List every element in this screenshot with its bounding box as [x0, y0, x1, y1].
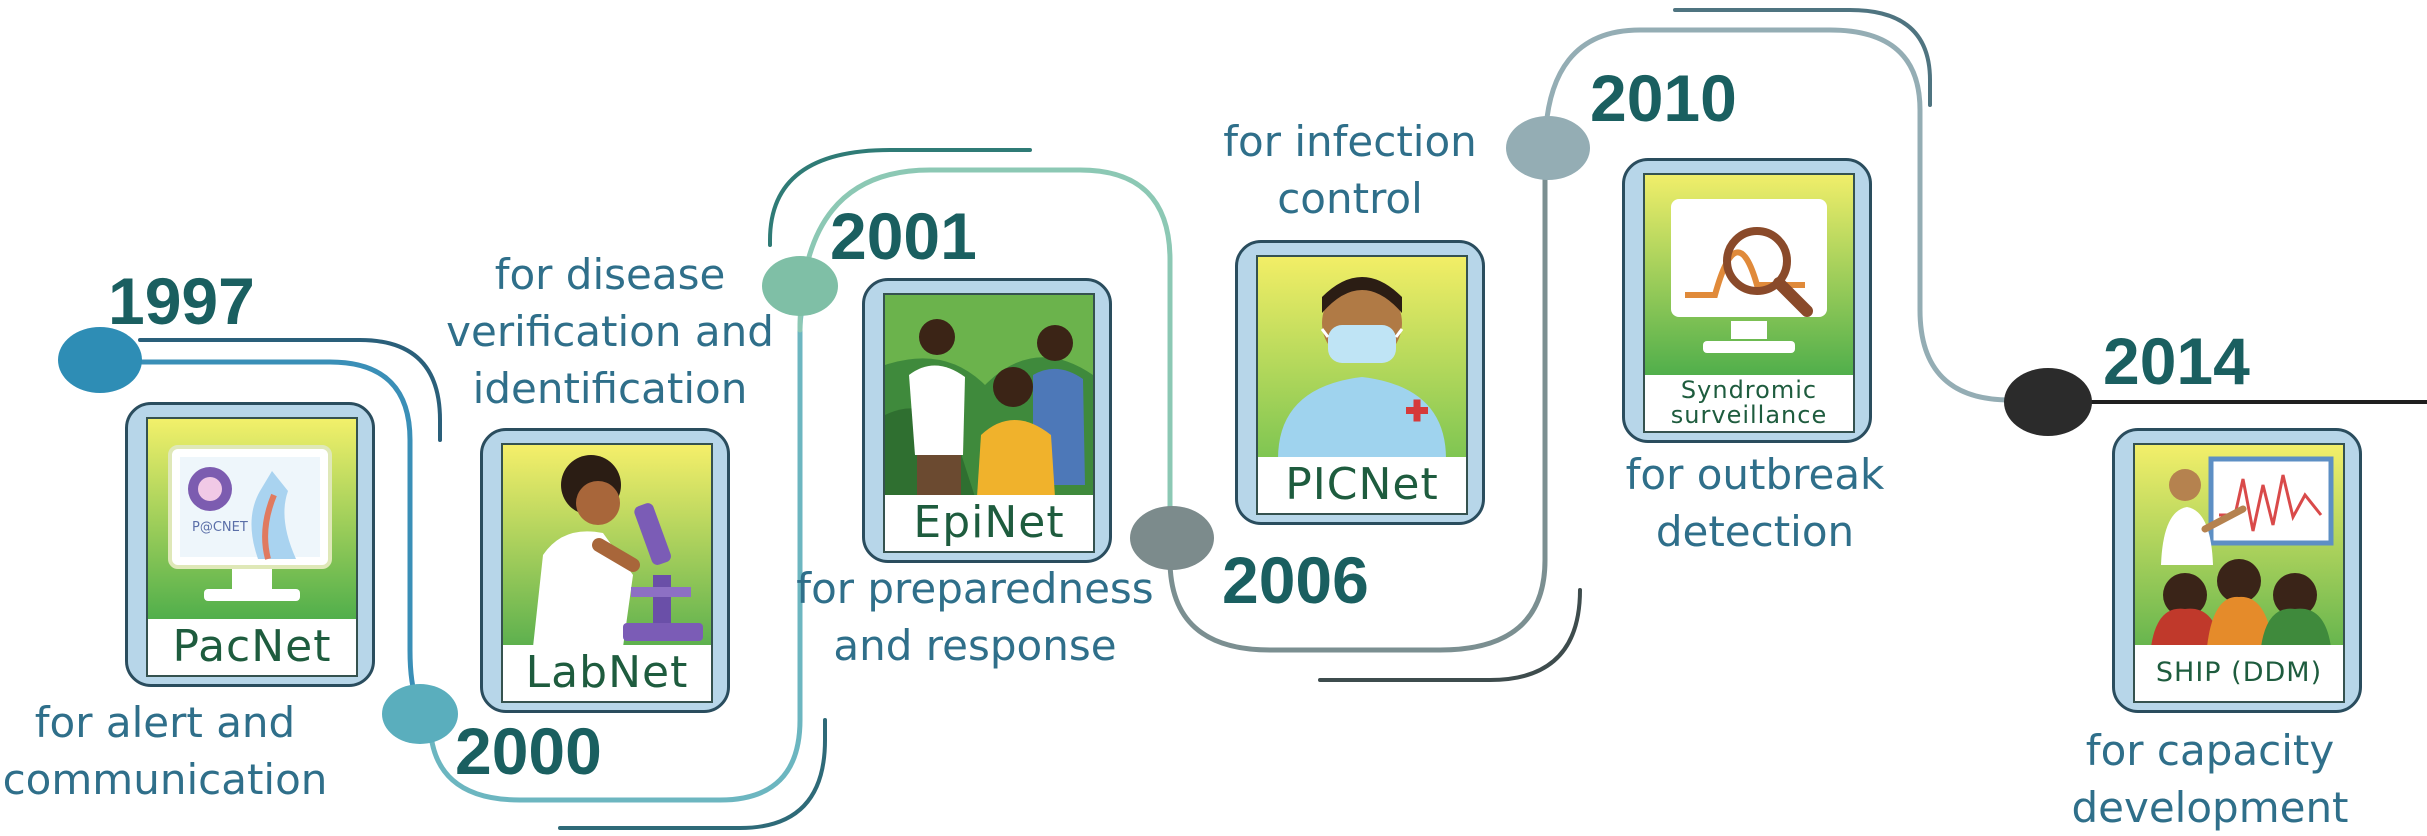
card-label: SHIP (DDM)	[2135, 645, 2343, 701]
face-mask-icon	[1258, 257, 1466, 459]
card-ship-frame: SHIP (DDM)	[2133, 443, 2345, 703]
svg-text:P@CNET: P@CNET	[192, 520, 248, 535]
card-label: PacNet	[148, 619, 356, 675]
card-label: EpiNet	[885, 495, 1093, 551]
connector-2000-accent	[558, 718, 827, 830]
card-picnet-frame: PICNet	[1256, 255, 1468, 515]
connector-2010-accent	[1673, 8, 1932, 107]
year-2014: 2014	[2103, 324, 2250, 398]
card-epinet: EpiNet	[862, 278, 1112, 563]
milestone-dot-2001	[762, 256, 838, 316]
year-2010: 2010	[1590, 61, 1737, 135]
card-label: LabNet	[503, 645, 711, 701]
connector-2006-accent	[1318, 588, 1582, 682]
milestone-dot-2010	[1506, 116, 1590, 180]
milestone-dot-2014	[2004, 368, 2092, 436]
card-ship-ddm: SHIP (DDM)	[2112, 428, 2362, 713]
card-labnet-frame: LabNet	[501, 443, 713, 703]
milestone-dot-1997	[58, 327, 142, 393]
connector-1997-accent	[138, 338, 442, 442]
field-team-icon	[885, 295, 1093, 497]
magnifier-chart-icon	[1645, 175, 1853, 377]
card-pacnet: P@CNET PacNet	[125, 402, 375, 687]
card-label: PICNet	[1258, 457, 1466, 513]
milestone-dot-2000	[382, 684, 458, 744]
presentation-icon	[2135, 445, 2343, 647]
card-pacnet-frame: P@CNET PacNet	[146, 417, 358, 677]
card-epinet-frame: EpiNet	[883, 293, 1095, 553]
monitor-icon: P@CNET	[148, 419, 356, 621]
year-1997: 1997	[108, 264, 255, 338]
connector-2006-2010	[1167, 147, 1548, 653]
microscope-icon	[503, 445, 711, 647]
year-2006: 2006	[1222, 543, 1369, 617]
connector-2001-2006	[797, 167, 1173, 563]
year-2000: 2000	[455, 714, 602, 788]
connector-2001-accent	[768, 148, 1032, 247]
connector-2010-2014	[1542, 27, 2013, 403]
card-picnet: PICNet	[1235, 240, 1485, 525]
year-2001: 2001	[830, 199, 977, 273]
milestone-dot-2006	[1130, 506, 1214, 570]
card-labnet: LabNet	[480, 428, 730, 713]
